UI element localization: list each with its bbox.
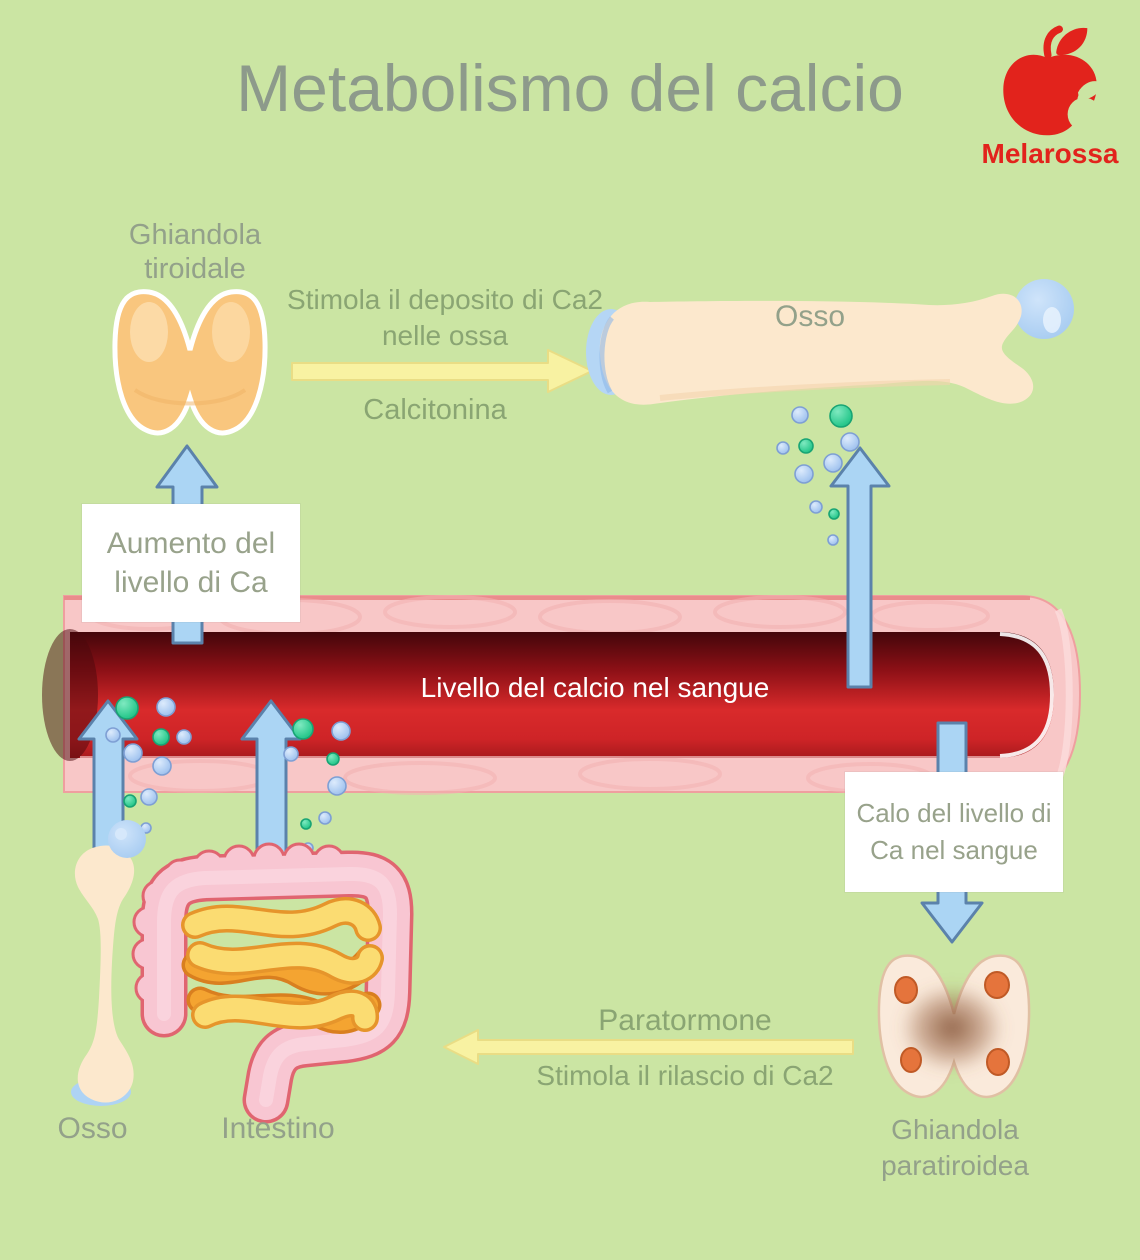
parathyroid-illustration bbox=[877, 954, 1031, 1099]
brand-name: Melarossa bbox=[981, 138, 1119, 169]
parathormone-arrow-left bbox=[443, 1029, 854, 1065]
thyroid-label: Ghiandola tiroidale bbox=[128, 219, 262, 285]
parathyroid-label: Ghiandola paratiroidea bbox=[881, 1114, 1029, 1181]
apple-icon bbox=[1003, 25, 1102, 136]
increase-ca-box: Aumento del livello di Ca bbox=[82, 504, 300, 622]
calcium-dots-from-bone bbox=[105, 696, 192, 834]
blood-vessel-illustration bbox=[42, 595, 1082, 795]
parathormone-effect-text: Stimola il rilascio di Ca2 bbox=[536, 1060, 834, 1091]
page-title: Metabolismo del calcio bbox=[236, 51, 904, 125]
intestine-label: Intestino bbox=[221, 1112, 335, 1145]
bone-top-label: Osso bbox=[774, 300, 846, 333]
bone-bottom-illustration bbox=[71, 820, 146, 1106]
calcitonin-hormone-text: Calcitonina bbox=[363, 394, 507, 426]
thyroid-illustration bbox=[115, 292, 265, 433]
bone-top-illustration bbox=[586, 279, 1074, 405]
parathormone-hormone-text: Paratormone bbox=[598, 1004, 772, 1037]
small-intestine bbox=[181, 897, 384, 1034]
calcitonin-effect-text: Stimola il deposito di Ca2 nelle ossa bbox=[287, 284, 603, 351]
bone-bottom-label: Osso bbox=[57, 1112, 128, 1145]
calcitonin-arrow-right bbox=[291, 349, 593, 393]
calcium-dots-near-bone bbox=[776, 404, 860, 546]
vessel-label: Livello del calcio nel sangue bbox=[420, 672, 770, 703]
decrease-ca-box: Calo del livello di Ca nel sangue bbox=[845, 772, 1063, 892]
calcium-dots-from-intestine bbox=[283, 718, 351, 854]
arrow-up-to-bone bbox=[829, 446, 891, 689]
parathyroid-nodules bbox=[894, 971, 1010, 1076]
intestine-illustration bbox=[131, 842, 414, 1124]
